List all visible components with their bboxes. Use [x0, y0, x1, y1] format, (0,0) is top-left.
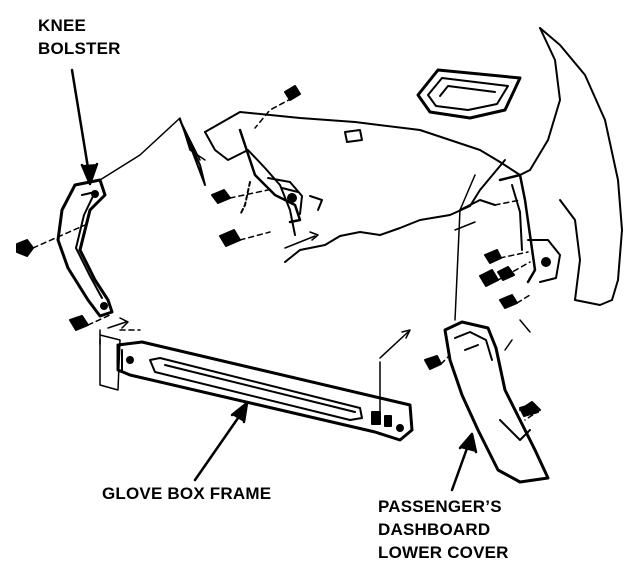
- glove-box-opening: [416, 68, 522, 120]
- dashboard-outline: [179, 27, 623, 306]
- glove-box-frame-label: GLOVE BOX FRAME: [102, 484, 272, 503]
- knee-bolster-arrowhead: [80, 162, 99, 186]
- knee-bolster-label: KNEE BOLSTER: [38, 14, 121, 60]
- knee-bolster-leader: [70, 68, 92, 182]
- glove-box-frame: [116, 340, 414, 442]
- bolt-mid-b: [219, 229, 241, 247]
- right-bracket: [459, 173, 561, 284]
- break-lines: [99, 117, 476, 421]
- dashboard-lower-cover-label: PASSENGER’S DASHBOARD LOWER COVER: [378, 495, 509, 564]
- screw-glovebox-left: [69, 315, 89, 331]
- center-bracket: [238, 128, 323, 224]
- screw-right-d: [484, 249, 502, 264]
- leader-arrows: [70, 68, 478, 492]
- dashboard-lower-cover-label-line2: DASHBOARD: [378, 520, 491, 539]
- glove-box-frame-leader: [193, 406, 247, 482]
- clip-lower: [519, 403, 539, 417]
- dashboard-lower-cover-label-line1: PASSENGER’S: [378, 497, 502, 516]
- dashboard-lower-cover-label-line3: LOWER COVER: [378, 543, 509, 562]
- bolt-right-a: [479, 269, 499, 287]
- screw-mid-a: [211, 189, 231, 204]
- screw-cover: [424, 355, 442, 370]
- glove-box-frame-arrowhead: [230, 401, 249, 424]
- bolt-left: [16, 239, 34, 257]
- knee-bolster: [56, 178, 114, 318]
- screw-right-c: [499, 294, 518, 309]
- alignment-lines: [32, 93, 541, 421]
- dashboard-lower-cover: [443, 320, 550, 484]
- lower-cover-arrowhead: [458, 432, 478, 454]
- knee-bolster-label-line2: BOLSTER: [38, 39, 121, 58]
- knee-bolster-label-line1: KNEE: [38, 16, 87, 35]
